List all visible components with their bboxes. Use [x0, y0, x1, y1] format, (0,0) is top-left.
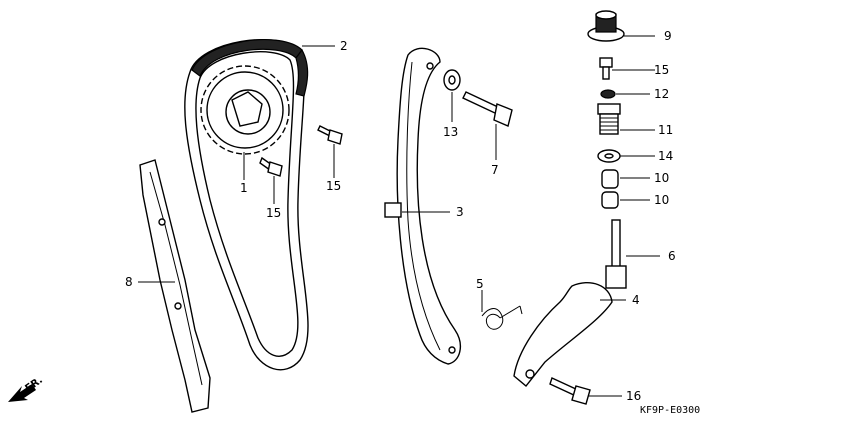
callout-5: 5 [476, 277, 484, 291]
callout-1: 1 [240, 181, 248, 195]
callout-16: 16 [626, 389, 641, 403]
collar-10-upper [601, 169, 619, 189]
callout-12: 12 [654, 87, 669, 101]
callout-10-upper: 10 [654, 171, 669, 185]
callout-4: 4 [632, 293, 640, 307]
tensioner-arm [513, 282, 613, 387]
callout-6: 6 [668, 249, 676, 263]
front-direction-arrow: FR. [8, 375, 45, 402]
washer-13 [443, 69, 461, 91]
callout-9: 9 [664, 29, 672, 43]
callout-13: 13 [443, 125, 458, 139]
sealing-cap [587, 10, 625, 42]
bolt-15-right [317, 125, 343, 145]
tensioner-slipper [384, 47, 462, 365]
washer-14 [597, 149, 621, 163]
callout-3: 3 [456, 205, 464, 219]
callout-15-left: 15 [266, 206, 281, 220]
washer-12 [600, 89, 616, 99]
diagram-code: KF9P-E0300 [640, 405, 700, 416]
callout-10-lower: 10 [654, 193, 669, 207]
tensioner-spring [481, 305, 523, 330]
pivot-bolt [462, 91, 513, 127]
callout-11: 11 [658, 123, 673, 137]
callout-2: 2 [340, 39, 348, 53]
bolt-16 [549, 377, 591, 405]
bolt-15-top [599, 57, 613, 80]
leader-lines [138, 35, 660, 397]
callout-15-top: 15 [654, 63, 669, 77]
bolt-15-left [259, 156, 283, 177]
direction-label: FR. [23, 375, 44, 395]
callout-7: 7 [491, 163, 499, 177]
collar-10-lower [601, 191, 619, 209]
callout-15-right: 15 [326, 179, 341, 193]
callouts: 1 2 3 4 5 6 7 8 9 10 10 11 12 13 14 15 1… [125, 29, 676, 403]
callout-8: 8 [125, 275, 133, 289]
tensioner-push-rod [605, 219, 627, 289]
tensioner-lifter-body [597, 103, 621, 135]
callout-14: 14 [658, 149, 673, 163]
cam-sprocket [200, 65, 290, 155]
chain-guide [139, 159, 211, 413]
